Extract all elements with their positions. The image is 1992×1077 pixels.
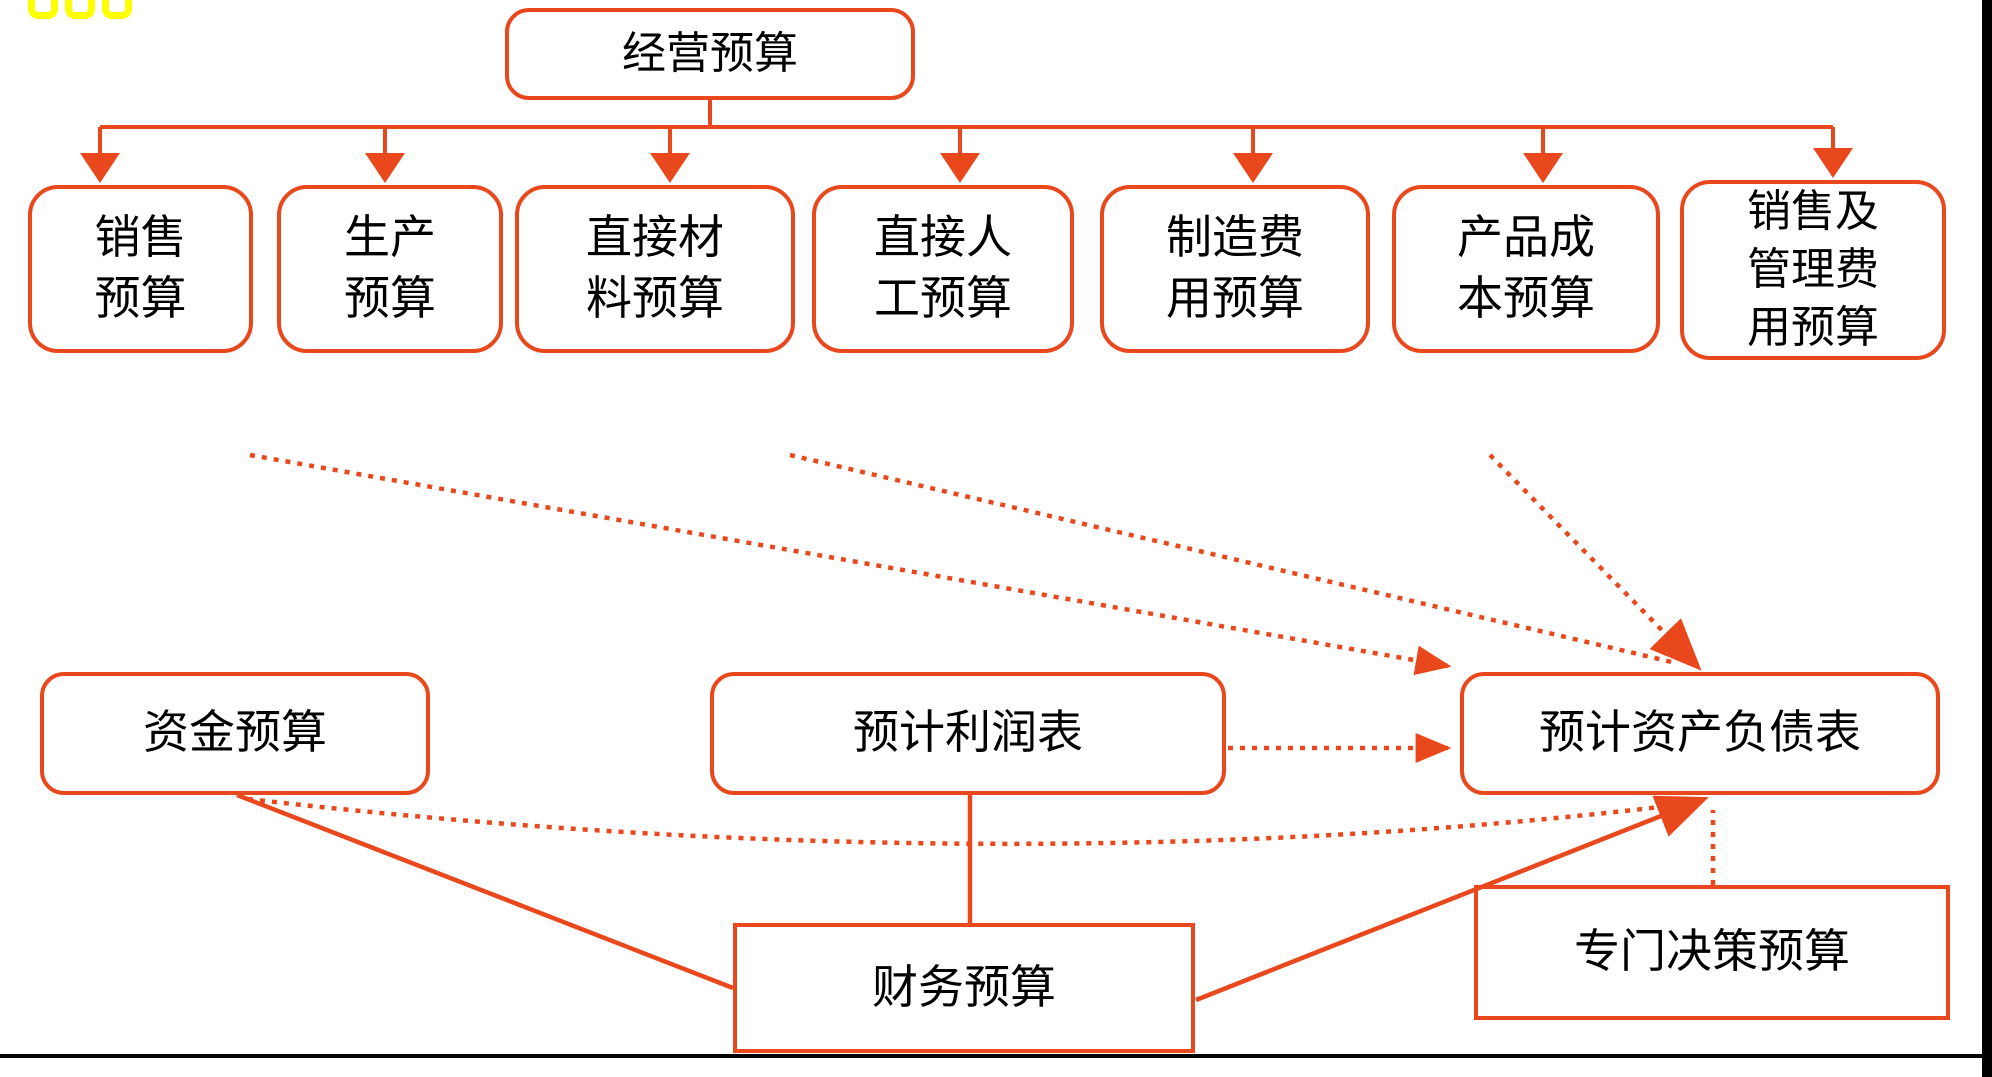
edge-cash-to-balance <box>247 796 1669 847</box>
node-cash-budget: 资金预算 <box>40 672 430 795</box>
frame-bottom-border <box>0 1054 1992 1058</box>
node-label: 直接人 工预算 <box>874 212 1012 324</box>
node-label: 销售 预算 <box>94 212 187 324</box>
edge-sales-to-balance <box>249 452 1452 676</box>
node-label: 财务预算 <box>872 961 1056 1013</box>
node-label: 生产 预算 <box>344 212 436 324</box>
edge-materials-to-balance <box>789 452 1673 665</box>
node-special-decision-budget: 专门决策预算 <box>1474 885 1950 1020</box>
corner-mark <box>102 0 132 19</box>
node-label: 直接材 料预算 <box>586 212 724 324</box>
node-label: 经营预算 <box>622 28 798 78</box>
node-label: 预计资产负债表 <box>1539 707 1861 759</box>
corner-mark <box>28 0 58 19</box>
node-production-budget: 生产 预算 <box>277 185 503 353</box>
node-label: 预计利润表 <box>853 707 1083 759</box>
node-label: 专门决策预算 <box>1574 926 1850 978</box>
node-sales-budget: 销售 预算 <box>28 185 253 353</box>
edge-cash-to-financial <box>236 792 734 991</box>
edge-operating-tree <box>80 100 1853 183</box>
frame-right-border <box>1982 0 1992 1077</box>
edge-productcost-to-balance <box>1488 453 1702 671</box>
node-product-cost-budget: 产品成 本预算 <box>1392 185 1660 353</box>
node-manufacturing-overhead-budget: 制造费 用预算 <box>1100 185 1370 353</box>
corner-marks <box>28 0 139 24</box>
node-operating-budget: 经营预算 <box>505 8 915 100</box>
node-selling-admin-expense-budget: 销售及 管理费 用预算 <box>1680 180 1946 360</box>
node-financial-budget: 财务预算 <box>733 923 1195 1053</box>
node-label: 产品成 本预算 <box>1457 212 1595 324</box>
node-label: 资金预算 <box>143 707 327 759</box>
node-budgeted-balance-sheet: 预计资产负债表 <box>1460 672 1940 795</box>
node-direct-materials-budget: 直接材 料预算 <box>515 185 795 353</box>
node-label: 制造费 用预算 <box>1166 212 1304 324</box>
node-label: 销售及 管理费 用预算 <box>1747 186 1879 353</box>
node-budgeted-income-statement: 预计利润表 <box>710 672 1226 795</box>
corner-mark <box>65 0 95 19</box>
node-direct-labor-budget: 直接人 工预算 <box>812 185 1074 353</box>
